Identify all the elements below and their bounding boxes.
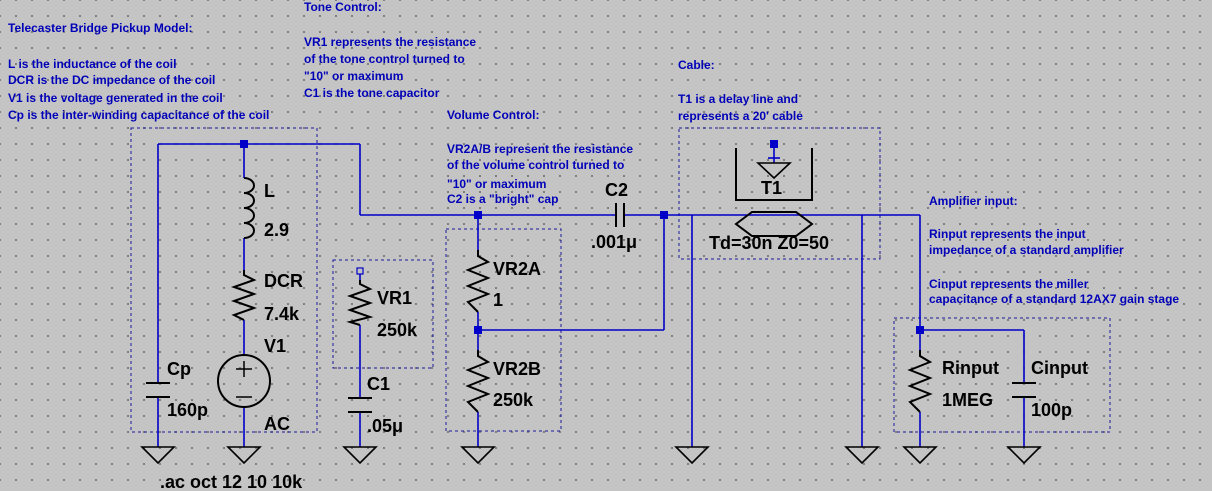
transmission-line-core-icon [734, 211, 814, 237]
amp-note-line: Rinput represents the input [929, 227, 1086, 241]
capacitor-C1-name: C1 [367, 374, 390, 394]
pickup-note-title: Telecaster Bridge Pickup Model: [8, 21, 193, 35]
tone-note-title: Tone Control: [304, 0, 382, 14]
capacitor-Cp-value: 160p [167, 400, 208, 420]
pickup-note-line: DCR is the DC impedance of the coil [8, 73, 215, 87]
resistor-VR1-value: 250k [377, 320, 418, 340]
inductor-L-value: 2.9 [264, 220, 289, 240]
capacitor-Cp[interactable]: Cp 160p [146, 359, 208, 420]
volume-notes: Volume Control: VR2A/B represent the res… [447, 108, 633, 206]
junction-dot [474, 211, 482, 219]
resistor-zigzag-icon [465, 250, 491, 313]
volume-note-line: "10" or maximum [447, 177, 546, 191]
cable-note-line: T1 is a delay line and [678, 92, 798, 106]
voltage-source-V1-name: V1 [264, 336, 286, 356]
transmission-line-T1-value: Td=30n Z0=50 [709, 233, 829, 253]
resistor-zigzag-icon [346, 280, 374, 326]
resistor-DCR-value: 7.4k [264, 304, 300, 324]
voltage-source-icon [217, 354, 271, 408]
ground-icon [902, 446, 938, 465]
amp-note-line: Cinput represents the miller [929, 277, 1089, 291]
ground-icon [844, 446, 880, 465]
amp-note-line: capacitance of a standard 12AX7 gain sta… [929, 292, 1179, 306]
spice-directive[interactable]: .ac oct 12 10 10k [160, 472, 303, 491]
junction-dot [660, 211, 668, 219]
tone-note-line: C1 is the tone capacitor [304, 86, 440, 100]
tone-note-line: of the tone control turned to [304, 52, 465, 66]
amp-notes: Amplifier input: Rinput represents the i… [929, 194, 1179, 306]
voltage-source-V1-value: AC [264, 414, 290, 434]
capacitor-C2-name: C2 [605, 180, 628, 200]
ground-icon [460, 446, 496, 465]
floating-pin-icon [356, 267, 364, 275]
resistor-zigzag-icon [230, 270, 258, 321]
capacitor-Cp-name: Cp [167, 359, 191, 379]
inductor-coil-icon [243, 177, 255, 239]
ground-icon [226, 446, 262, 465]
cable-note-line: represents a 20' cable [678, 109, 803, 123]
ground-icon [1006, 446, 1042, 465]
pickup-group-box [130, 127, 318, 433]
cable-note-title: Cable: [678, 58, 715, 72]
resistor-VR2A-name: VR2A [493, 259, 541, 279]
junction-dot [916, 326, 924, 334]
pickup-note-line: V1 is the voltage generated in the coil [8, 91, 223, 105]
capacitor-C1[interactable]: C1 .05μ [348, 374, 403, 436]
amp-note-title: Amplifier input: [929, 194, 1018, 208]
resistor-VR2B[interactable]: VR2B 250k [465, 350, 541, 413]
resistor-VR2B-value: 250k [493, 390, 534, 410]
amp-note-line: impedance of a standard amplifier [929, 243, 1124, 257]
capacitor-Cinput[interactable]: Cinput 100p [1012, 358, 1088, 420]
volume-note-title: Volume Control: [447, 108, 539, 122]
wires [157, 143, 1025, 447]
capacitor-C2[interactable]: C2 .001μ [591, 180, 637, 252]
cable-group-box [678, 127, 881, 260]
grounds [140, 446, 1042, 465]
volume-note-line: of the volume control turned to [447, 158, 624, 172]
amp-group-box [893, 317, 1111, 433]
tone-note-line: VR1 represents the resistance [304, 35, 476, 49]
transmission-line-T1[interactable]: T1 Td=30n Z0=50 [709, 144, 829, 253]
resistor-Rinput[interactable]: Rinput 1MEG [907, 350, 999, 413]
pickup-note-line: L is the inductance of the coil [8, 57, 176, 71]
tone-group-box [332, 259, 434, 369]
tone-notes: Tone Control: VR1 represents the resista… [304, 0, 476, 100]
capacitor-C1-value: .05μ [367, 416, 403, 436]
resistor-Rinput-name: Rinput [942, 358, 999, 378]
cable-notes: Cable: T1 is a delay line and represents… [678, 58, 803, 123]
resistor-VR1-name: VR1 [377, 288, 412, 308]
ground-icon [342, 446, 378, 465]
pickup-notes: Telecaster Bridge Pickup Model: L is the… [8, 21, 269, 122]
tone-note-line: "10" or maximum [304, 69, 403, 83]
transmission-line-shield-icon [735, 148, 813, 201]
resistor-VR1[interactable]: VR1 250k [346, 267, 418, 340]
resistor-VR2A[interactable]: VR2A 1 [465, 250, 541, 313]
resistor-VR2A-value: 1 [493, 290, 503, 310]
ground-icon [755, 162, 793, 180]
volume-note-line: C2 is a "bright" cap [447, 192, 558, 206]
ground-icon [674, 446, 710, 465]
resistor-DCR-name: DCR [264, 271, 303, 291]
capacitor-Cinput-value: 100p [1031, 400, 1072, 420]
volume-note-line: VR2A/B represent the resistance [447, 142, 633, 156]
transmission-line-T1-name: T1 [761, 178, 782, 198]
junction-dot [474, 326, 482, 334]
resistor-zigzag-icon [907, 350, 933, 413]
inductor-L-name: L [264, 181, 275, 201]
resistor-DCR[interactable]: DCR 7.4k [230, 270, 303, 324]
voltage-source-V1[interactable]: V1 AC [217, 336, 290, 434]
ground-icon [140, 446, 176, 465]
inductor-L[interactable]: L 2.9 [243, 177, 289, 240]
resistor-VR2B-name: VR2B [493, 359, 541, 379]
resistor-Rinput-value: 1MEG [942, 390, 993, 410]
capacitor-C2-value: .001μ [591, 232, 637, 252]
resistor-zigzag-icon [465, 350, 491, 413]
capacitor-Cinput-name: Cinput [1031, 358, 1088, 378]
pickup-note-line: Cp is the inter-winding capacitance of t… [8, 108, 269, 122]
junction-dot [240, 140, 248, 148]
